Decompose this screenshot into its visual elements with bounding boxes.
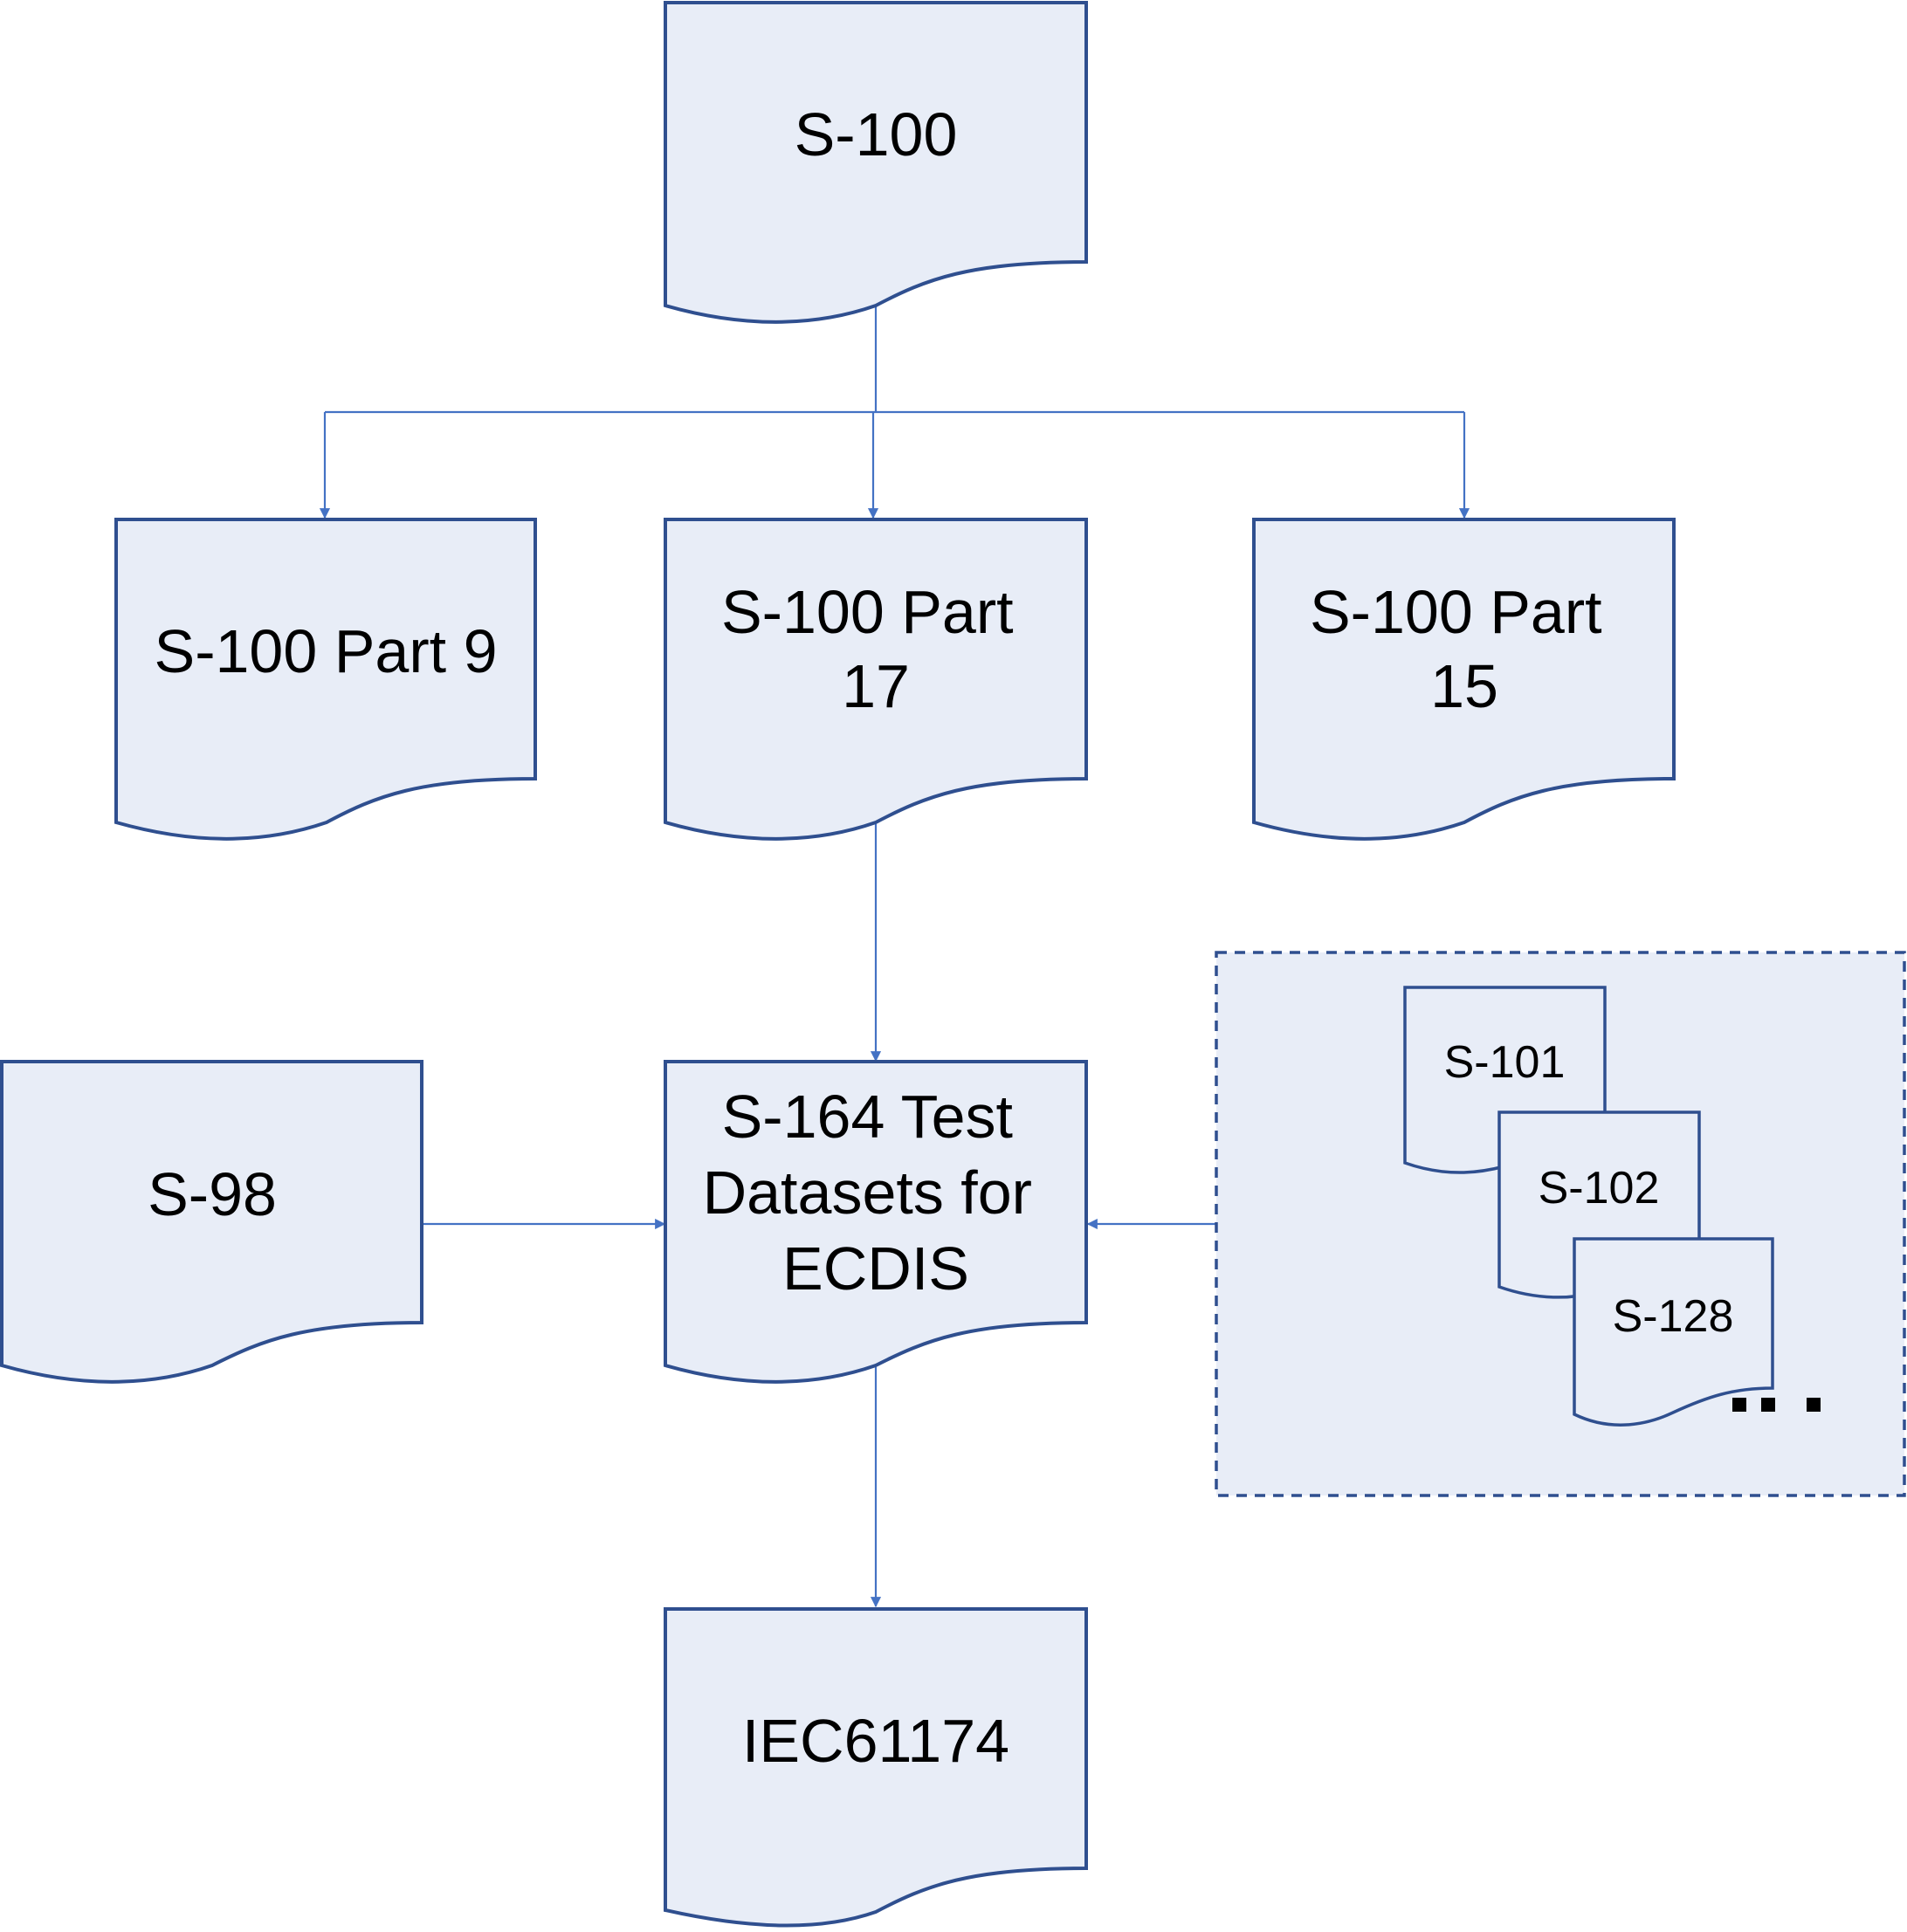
document-shape (1573, 1237, 1774, 1427)
node-s100-part15: S-100 Part 15 (1252, 518, 1676, 841)
label-line: S-98 (148, 1160, 277, 1228)
label-line: S-100 Part (1310, 578, 1602, 646)
document-shape (0, 1060, 423, 1384)
product-spec-group: S-101 S-102 S-128 ... (1215, 951, 1906, 1497)
document-shape (114, 518, 537, 841)
spec-label: S-102 (1539, 1163, 1660, 1214)
ellipsis-dot (1807, 1398, 1821, 1412)
label-line: IEC61174 (742, 1707, 1009, 1775)
node-s100: S-100 (664, 1, 1088, 324)
label-line: S-164 Test (722, 1083, 1013, 1151)
more-specs-ellipsis: ... (1732, 1398, 1821, 1412)
spec-label: S-128 (1613, 1291, 1734, 1342)
label-line: S-100 Part (721, 578, 1014, 646)
document-shape (664, 1, 1088, 324)
node-label: S-100 Part 15 (1310, 578, 1619, 720)
label-line: 15 (1430, 652, 1498, 720)
document-shape (664, 1607, 1088, 1928)
document-shape (664, 1060, 1088, 1384)
node-label: S-100 (795, 100, 958, 168)
label-line: ECDIS (782, 1234, 969, 1303)
connectors (319, 306, 1470, 1608)
spec-label: S-101 (1444, 1037, 1566, 1088)
label-line: S-128 (1613, 1291, 1734, 1342)
label-line: Datasets for (703, 1159, 1032, 1227)
document-shape (664, 518, 1088, 841)
node-label: IEC61174 (742, 1707, 1009, 1775)
document-shape (1252, 518, 1676, 841)
node-s164: S-164 Test Datasets for ECDIS (664, 1060, 1088, 1384)
label-line: 17 (842, 652, 910, 720)
node-label: S-98 (148, 1160, 277, 1228)
node-label: S-164 Test Datasets for ECDIS (703, 1083, 1050, 1303)
ellipsis-dot (1761, 1398, 1775, 1412)
label-line: S-102 (1539, 1163, 1660, 1214)
spec-doc-s128: S-128 (1573, 1237, 1774, 1427)
node-label: S-100 Part 9 (155, 617, 498, 685)
node-s98: S-98 (0, 1060, 423, 1384)
label-line: S-101 (1444, 1037, 1566, 1088)
node-iec61174: IEC61174 (664, 1607, 1088, 1928)
node-s100-part17: S-100 Part 17 (664, 518, 1088, 841)
node-label: S-100 Part 17 (721, 578, 1030, 720)
label-line: S-100 (795, 100, 958, 168)
ellipsis-dot (1732, 1398, 1746, 1412)
label-line: S-100 Part 9 (155, 617, 498, 685)
node-s100-part9: S-100 Part 9 (114, 518, 537, 841)
